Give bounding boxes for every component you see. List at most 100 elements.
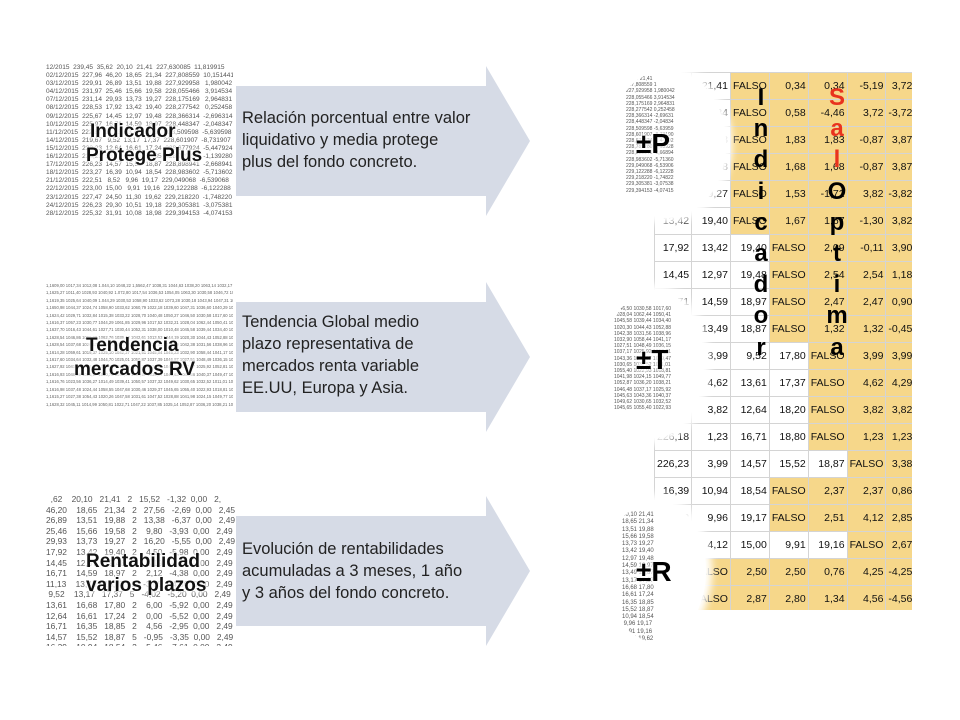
table-cell: FALSO: [729, 99, 770, 127]
table-cell: 10,94: [691, 477, 731, 505]
table-cell: 2,47: [807, 288, 848, 316]
table-cell: -0,11: [846, 234, 887, 262]
label-line: Rentabilidad: [86, 551, 201, 572]
table-cell: 14,57: [729, 450, 770, 478]
table-cell: 1,68: [768, 153, 809, 181]
table-cell: FALSO: [768, 315, 809, 343]
table-cell: 18,80: [768, 423, 809, 451]
table-row: 226,181,2316,7118,80FALSO1,231,231,143,8…: [654, 423, 912, 451]
tendencia-circle: 1046,50 1030,58 1017,60 1028,04 1062,44 …: [604, 290, 704, 438]
table-cell: -1,72: [807, 180, 848, 208]
table-cell: 18,87: [807, 450, 848, 478]
table-cell: 226,23: [654, 450, 693, 478]
table-cell: 0,90: [885, 288, 912, 316]
table-row: 13,4219,40FALSO1,671,67-1,303,82-3,8216,…: [654, 207, 912, 235]
circle-data-text: 1046,50 1030,58 1017,60 1028,04 1062,44 …: [614, 306, 671, 412]
table-cell: 18,97: [729, 288, 770, 316]
table-row: 13,5119,88FALSO1,831,83-0,873,87-3,8713,…: [654, 126, 912, 154]
protege-plus-circle: 20,10 21,41 227,808559 1 227,929958 1,98…: [608, 70, 726, 218]
vertical-letter: a: [830, 333, 844, 361]
indicator-label-protege-plus: Indicador Protege Plus: [86, 120, 234, 168]
table-cell: 3,82: [846, 180, 887, 208]
symbol-t: ±T: [636, 344, 669, 375]
vertical-letter: d: [753, 271, 769, 299]
table-row: 16,7114,5918,97FALSO2,472,470,904,02-4,0…: [654, 288, 912, 316]
table-cell: 15,00: [729, 531, 770, 559]
table-cell: FALSO: [768, 504, 809, 532]
table-cell: 2,50: [729, 558, 770, 586]
table-cell: 3,87: [885, 153, 912, 181]
table-cell: FALSO: [807, 423, 848, 451]
table-cell: 4,25: [846, 558, 887, 586]
table-cell: -1,30: [846, 207, 887, 235]
table-cell: 2,51: [807, 504, 848, 532]
table-cell: 3,99: [691, 450, 731, 478]
vertical-letter: t: [833, 240, 841, 268]
label-line: mercados RV: [74, 359, 196, 380]
table-cell: 14,59: [691, 288, 731, 316]
description-line: plus del fondo concreto.: [242, 153, 418, 171]
rentabilidad-circle: 20,10 21,41 18,65 21,34 13,51 19,88 15,6…: [606, 500, 706, 642]
table-row: 18,6521,34FALSO0,58-4,463,72-3,7227,56-2…: [654, 99, 912, 127]
table-cell: 1,53: [768, 180, 809, 208]
table-cell: 3,82: [885, 207, 912, 235]
table-cell: FALSO: [729, 207, 770, 235]
table-cell: FALSO: [768, 234, 809, 262]
table-cell: 1,83: [807, 126, 848, 154]
table-cell: 3,87: [885, 126, 912, 154]
table-cell: FALSO: [729, 72, 770, 100]
rentabilidad-data-text: ,62 20,10 21,41 2 15,52 -1,32 0,00 2, 46…: [46, 494, 235, 646]
result-data-table: 20,1021,41FALSO0,340,34-5,193,72-3,72215…: [654, 72, 912, 610]
table-cell: 15,52: [768, 450, 809, 478]
description-line: Tendencia Global medio: [242, 313, 420, 331]
table-cell: 19,16: [807, 531, 848, 559]
symbol-p: ±P: [636, 128, 671, 159]
label-line: Indicador: [90, 121, 176, 142]
vertical-letter: a: [754, 240, 768, 268]
table-cell: -5,19: [846, 72, 887, 100]
vertical-letter: I: [757, 84, 765, 111]
table-cell: FALSO: [807, 396, 848, 424]
vertical-letter: c: [754, 208, 768, 236]
vertical-letter: i: [757, 177, 765, 205]
protege-plus-data-table: 12/2015 239,45 35,62 20,10 21,41 227,630…: [46, 64, 233, 216]
vertical-letter: a: [830, 115, 844, 143]
table-cell: 9,96: [691, 504, 731, 532]
table-cell: 1,83: [768, 126, 809, 154]
table-cell: FALSO: [768, 477, 809, 505]
table-cell: 16,71: [729, 423, 770, 451]
tendencia-data-text: 1,1609,00 1017,34 1012,08 1.044,10 1048,…: [46, 283, 233, 407]
table-cell: 1,32: [807, 315, 848, 343]
table-cell: 3,82: [846, 396, 887, 424]
table-cell: -4,46: [807, 99, 848, 127]
description-line: liquidativo y media protege: [242, 131, 439, 149]
vertical-letter: d: [753, 146, 769, 174]
table-cell: -0,87: [846, 126, 887, 154]
description-tendencia: Tendencia Global medio plazo representat…: [242, 311, 527, 399]
table-cell: 2,37: [807, 477, 848, 505]
table-cell: 1,23: [691, 423, 731, 451]
vertical-letter: n: [753, 115, 769, 143]
table-cell: FALSO: [807, 369, 848, 397]
table-cell: 2,50: [768, 558, 809, 586]
arrow-rentabilidad: [236, 496, 530, 646]
table-cell: 1,34: [807, 585, 848, 610]
table-cell: -4,25: [885, 558, 912, 586]
rentabilidad-data-table: ,62 20,10 21,41 2 15,52 -1,32 0,00 2, 46…: [46, 494, 235, 646]
vertical-letter: m: [826, 302, 848, 330]
table-cell: 17,92: [654, 234, 693, 262]
description-line: plazo representativa de: [242, 335, 414, 353]
table-cell: -0,45: [885, 315, 912, 343]
table-cell: 4,29: [885, 369, 912, 397]
table-cell: 2,80: [768, 585, 809, 610]
table-row: 17,9213,4219,40FALSO2,09-0,113,90-3,924,…: [654, 234, 912, 262]
table-cell: 1,32: [846, 315, 887, 343]
table-cell: 1,67: [768, 207, 809, 235]
vertical-letter: l: [833, 146, 841, 174]
vertical-letter: O: [827, 177, 847, 205]
table-cell: 3,99: [885, 342, 912, 370]
table-cell: -4,56: [885, 585, 912, 610]
table-cell: 2,87: [729, 585, 770, 610]
table-row: 16,3910,9418,54FALSO2,372,370,864,00-4,0…: [654, 477, 912, 505]
